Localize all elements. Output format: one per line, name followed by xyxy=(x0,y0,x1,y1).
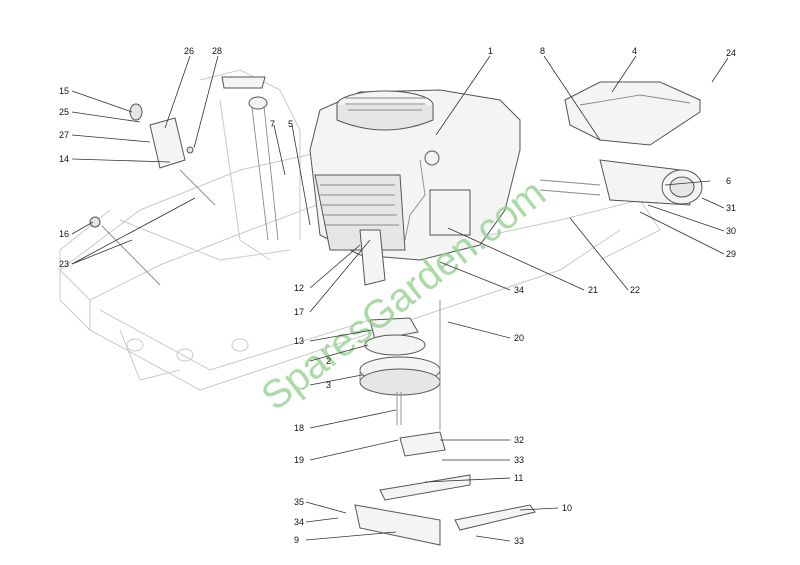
callout-3: 3 xyxy=(326,380,331,390)
callout-11: 11 xyxy=(514,473,523,483)
callout-8: 8 xyxy=(540,46,545,56)
callout-4: 4 xyxy=(632,46,637,56)
callout-2: 2 xyxy=(326,356,331,366)
callout-30: 30 xyxy=(726,226,736,236)
callout-18: 18 xyxy=(294,423,304,433)
leader-lines xyxy=(71,55,729,542)
callout-25: 25 xyxy=(59,107,69,117)
callout-34-upper: 34 xyxy=(514,285,524,295)
engine xyxy=(309,89,521,286)
muffler-shield xyxy=(564,81,701,146)
callout-34-lower: 34 xyxy=(294,517,304,527)
callout-27: 27 xyxy=(59,130,69,140)
callout-5: 5 xyxy=(288,119,293,129)
callout-6: 6 xyxy=(726,176,731,186)
callout-17: 17 xyxy=(294,307,304,317)
callout-1: 1 xyxy=(488,46,493,56)
callout-9: 9 xyxy=(294,535,299,545)
callout-22: 22 xyxy=(630,285,640,295)
callout-labels: 1 2 3 4 5 6 7 8 9 10 11 12 13 14 15 16 1… xyxy=(59,46,736,546)
callout-32: 32 xyxy=(514,435,524,445)
callout-33-upper: 33 xyxy=(514,455,524,465)
tube xyxy=(248,96,279,241)
left-bracket-assembly xyxy=(89,76,266,286)
callout-26: 26 xyxy=(184,46,194,56)
callout-33-lower: 33 xyxy=(514,536,524,546)
callout-13: 13 xyxy=(294,336,304,346)
callout-24: 24 xyxy=(726,48,736,58)
callout-7: 7 xyxy=(270,119,275,129)
callout-14: 14 xyxy=(59,154,69,164)
callout-28: 28 xyxy=(212,46,222,56)
callout-19: 19 xyxy=(294,455,304,465)
callout-21: 21 xyxy=(588,285,598,295)
callout-20: 20 xyxy=(514,333,524,343)
callout-15: 15 xyxy=(59,86,69,96)
pulley-assembly xyxy=(359,317,441,425)
callout-31: 31 xyxy=(726,203,736,213)
callout-29: 29 xyxy=(726,249,736,259)
callout-35: 35 xyxy=(294,497,304,507)
callout-10: 10 xyxy=(562,503,572,513)
callout-23: 23 xyxy=(59,259,69,269)
callout-16: 16 xyxy=(59,229,69,239)
callout-12: 12 xyxy=(294,283,304,293)
muffler xyxy=(539,159,703,206)
